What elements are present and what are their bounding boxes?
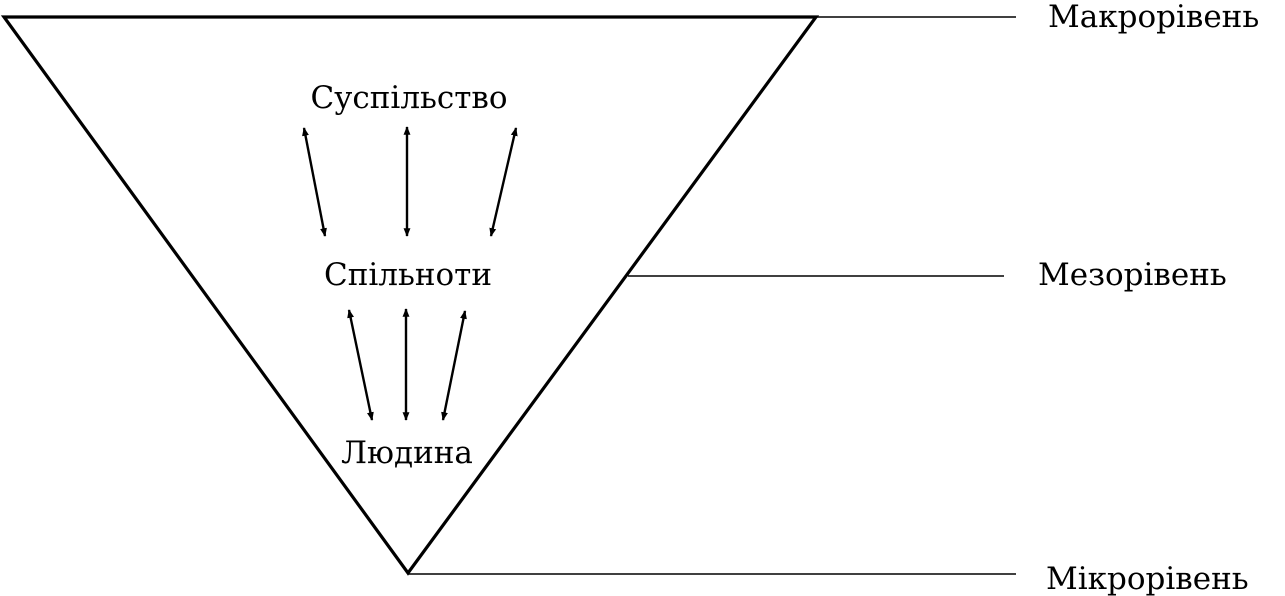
communities-label: Спільноти — [324, 257, 492, 293]
double-arrow-lower-left — [347, 309, 374, 421]
micro-level-label: Мікрорівень — [1046, 561, 1249, 596]
double-arrow-lower-right — [441, 310, 467, 421]
double-arrow-upper-left — [302, 127, 327, 237]
double-arrow-upper-right — [489, 127, 518, 237]
inverted-triangle — [0, 15, 820, 576]
meso-level-label: Мезорівень — [1038, 257, 1227, 293]
society-label: Суспільство — [310, 80, 507, 116]
person-label: Людина — [341, 435, 473, 471]
macro-level-label: Макрорівень — [1048, 0, 1259, 35]
